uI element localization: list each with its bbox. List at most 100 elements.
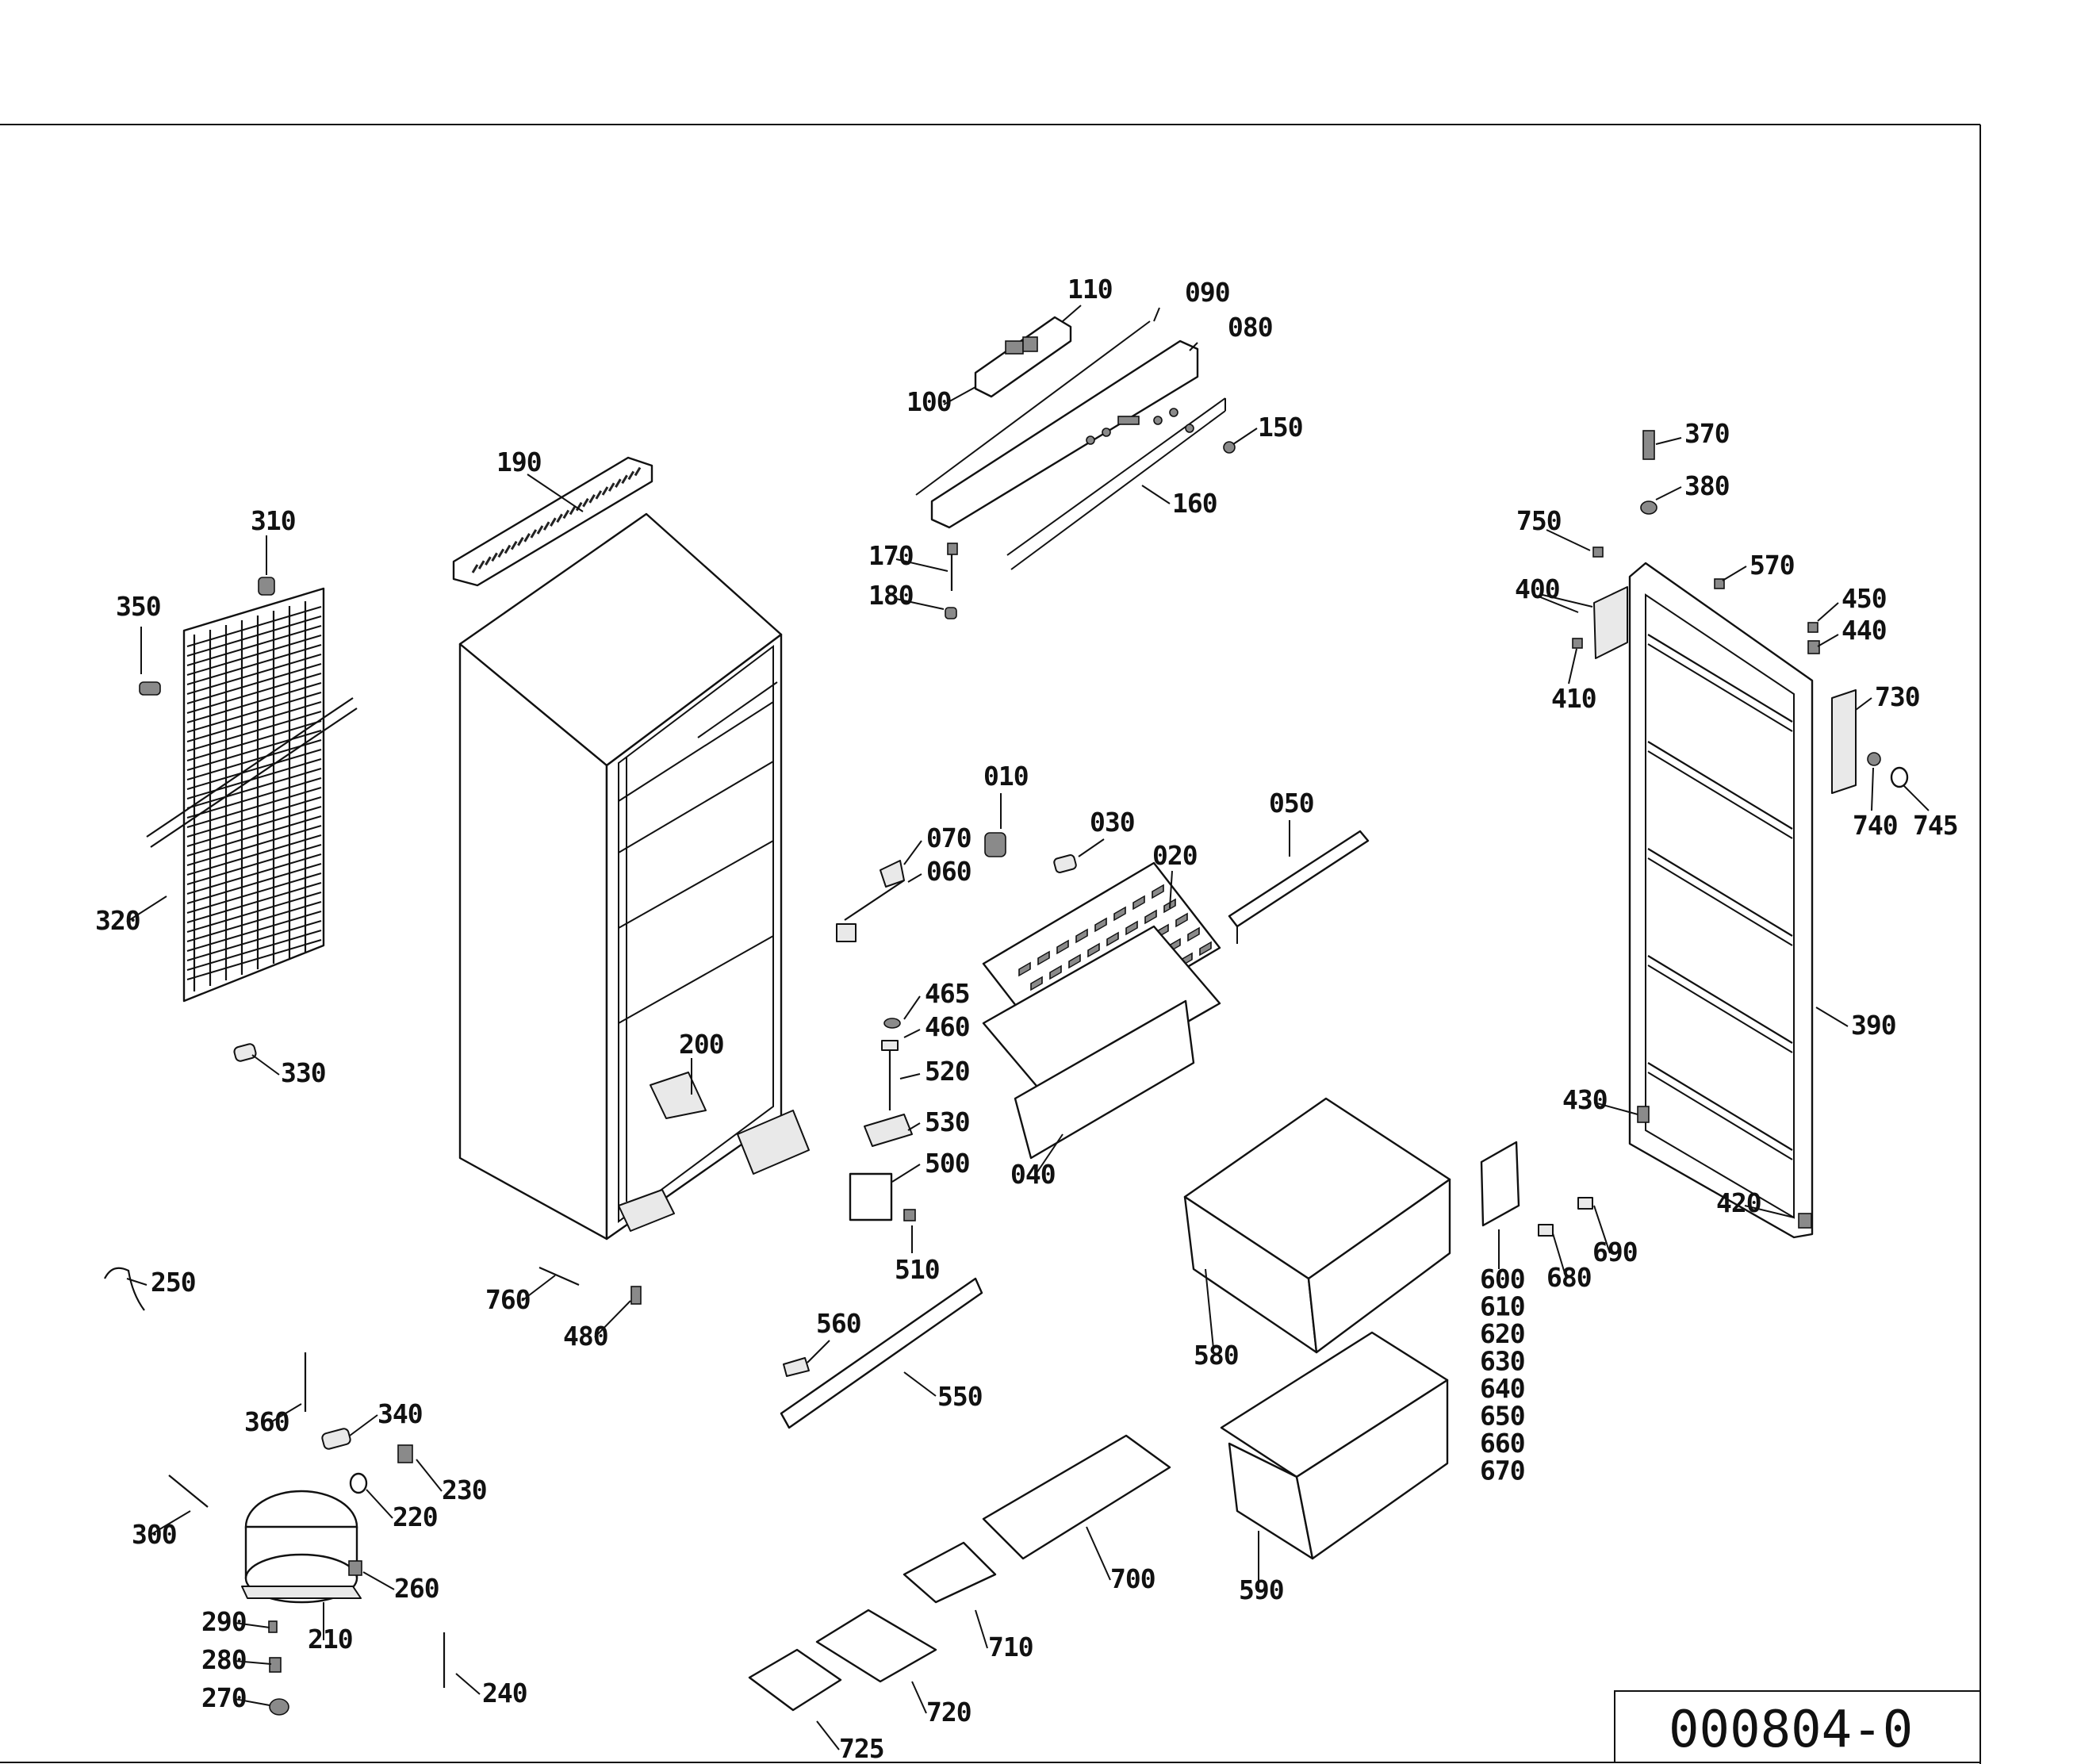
door-shelf-parts — [1480, 1141, 1593, 1237]
part-label-170: 170 — [868, 540, 914, 571]
part-label-050: 050 — [1269, 788, 1314, 819]
part-label-080: 080 — [1228, 312, 1273, 343]
cabinet — [458, 512, 810, 1241]
part-label-560: 560 — [816, 1308, 861, 1339]
part-label-150: 150 — [1258, 412, 1303, 443]
part-label-340: 340 — [377, 1398, 423, 1429]
part-label-380: 380 — [1684, 470, 1730, 501]
part-label-190: 190 — [496, 447, 542, 477]
evaporator-shelf — [982, 861, 1221, 1160]
part-label-400: 400 — [1515, 573, 1560, 604]
part-label-740: 740 — [1853, 810, 1898, 841]
part-label-650: 650 — [1480, 1401, 1525, 1432]
part-label-220: 220 — [393, 1501, 438, 1532]
part-label-030: 030 — [1090, 807, 1135, 838]
part-label-090: 090 — [1185, 277, 1230, 308]
part-label-020: 020 — [1152, 840, 1198, 871]
control-board — [974, 316, 1072, 398]
part-label-370: 370 — [1684, 418, 1730, 449]
part-label-040: 040 — [1010, 1159, 1056, 1190]
compressor — [241, 1490, 362, 1604]
part-label-280: 280 — [201, 1644, 247, 1675]
part-label-510: 510 — [895, 1254, 940, 1285]
drawer-lower — [1220, 1331, 1449, 1560]
drawer-upper — [1183, 1097, 1451, 1354]
part-label-530: 530 — [925, 1106, 970, 1137]
part-label-410: 410 — [1551, 683, 1596, 714]
part-label-690: 690 — [1592, 1237, 1638, 1267]
part-label-390: 390 — [1851, 1010, 1896, 1041]
part-label-630: 630 — [1480, 1346, 1525, 1377]
part-label-250: 250 — [151, 1267, 196, 1298]
door — [1593, 562, 1857, 1239]
part-label-350: 350 — [116, 591, 161, 622]
part-label-290: 290 — [201, 1606, 247, 1637]
drawing-number: 000804-0 — [1669, 1701, 1913, 1759]
front-bar — [1228, 830, 1370, 944]
part-label-110: 110 — [1067, 274, 1113, 305]
top-vent-grille — [452, 456, 653, 587]
part-label-230: 230 — [442, 1474, 487, 1505]
part-label-320: 320 — [95, 905, 140, 936]
part-label-430: 430 — [1562, 1084, 1608, 1115]
part-label-660: 660 — [1480, 1428, 1525, 1459]
part-label-620: 620 — [1480, 1318, 1525, 1349]
part-label-160: 160 — [1172, 488, 1217, 519]
control-panel — [915, 320, 1226, 570]
condenser — [146, 587, 358, 1003]
panel-screws — [945, 441, 1236, 619]
part-label-580: 580 — [1194, 1340, 1239, 1371]
part-label-060: 060 — [926, 856, 972, 887]
condenser-fittings — [139, 577, 275, 1062]
part-label-200: 200 — [679, 1029, 724, 1060]
part-label-745: 745 — [1913, 810, 1958, 841]
part-label-310: 310 — [251, 505, 296, 536]
part-label-465: 465 — [925, 978, 970, 1009]
part-label-440: 440 — [1841, 615, 1887, 646]
compressor-accessories — [168, 1352, 446, 1716]
part-label-300: 300 — [132, 1519, 177, 1550]
part-label-480: 480 — [563, 1321, 608, 1352]
kickplate — [780, 1277, 983, 1429]
part-label-670: 670 — [1480, 1455, 1525, 1486]
part-label-450: 450 — [1841, 583, 1887, 614]
part-label-760: 760 — [485, 1284, 531, 1315]
part-label-010: 010 — [983, 761, 1029, 792]
part-label-330: 330 — [281, 1057, 326, 1088]
part-label-750: 750 — [1516, 505, 1562, 536]
part-label-260: 260 — [394, 1573, 439, 1604]
title-block: 000804-0 — [1614, 1690, 1980, 1762]
part-label-460: 460 — [925, 1011, 970, 1042]
part-label-070: 070 — [926, 823, 972, 853]
part-label-590: 590 — [1239, 1574, 1284, 1605]
leader-lines — [126, 305, 1930, 1751]
part-label-100: 100 — [906, 386, 952, 417]
part-label-600: 600 — [1480, 1264, 1525, 1294]
drawing-frame — [0, 124, 1981, 1764]
part-label-500: 500 — [925, 1148, 970, 1179]
part-label-640: 640 — [1480, 1373, 1525, 1404]
part-label-680: 680 — [1546, 1262, 1592, 1293]
small-hinge-parts — [538, 1266, 642, 1305]
part-label-720: 720 — [926, 1697, 972, 1728]
part-label-710: 710 — [988, 1632, 1033, 1662]
part-label-360: 360 — [244, 1406, 289, 1437]
part-label-240: 240 — [482, 1678, 527, 1708]
part-label-210: 210 — [308, 1624, 353, 1655]
part-label-725: 725 — [839, 1733, 884, 1764]
part-label-270: 270 — [201, 1682, 247, 1713]
power-cable — [104, 1267, 145, 1311]
part-label-520: 520 — [925, 1056, 970, 1087]
part-labels: 110 090 080 100 150 160 170 180 190 310 350 320 330 3… — [95, 274, 1959, 1764]
part-label-420: 420 — [1716, 1187, 1761, 1218]
ice-tray-set — [748, 1434, 1171, 1712]
part-label-730: 730 — [1875, 681, 1920, 712]
part-label-610: 610 — [1480, 1291, 1525, 1322]
part-label-700: 700 — [1110, 1563, 1155, 1594]
thermostat-parts — [836, 832, 1077, 942]
part-label-180: 180 — [868, 580, 914, 611]
part-label-550: 550 — [937, 1381, 983, 1412]
